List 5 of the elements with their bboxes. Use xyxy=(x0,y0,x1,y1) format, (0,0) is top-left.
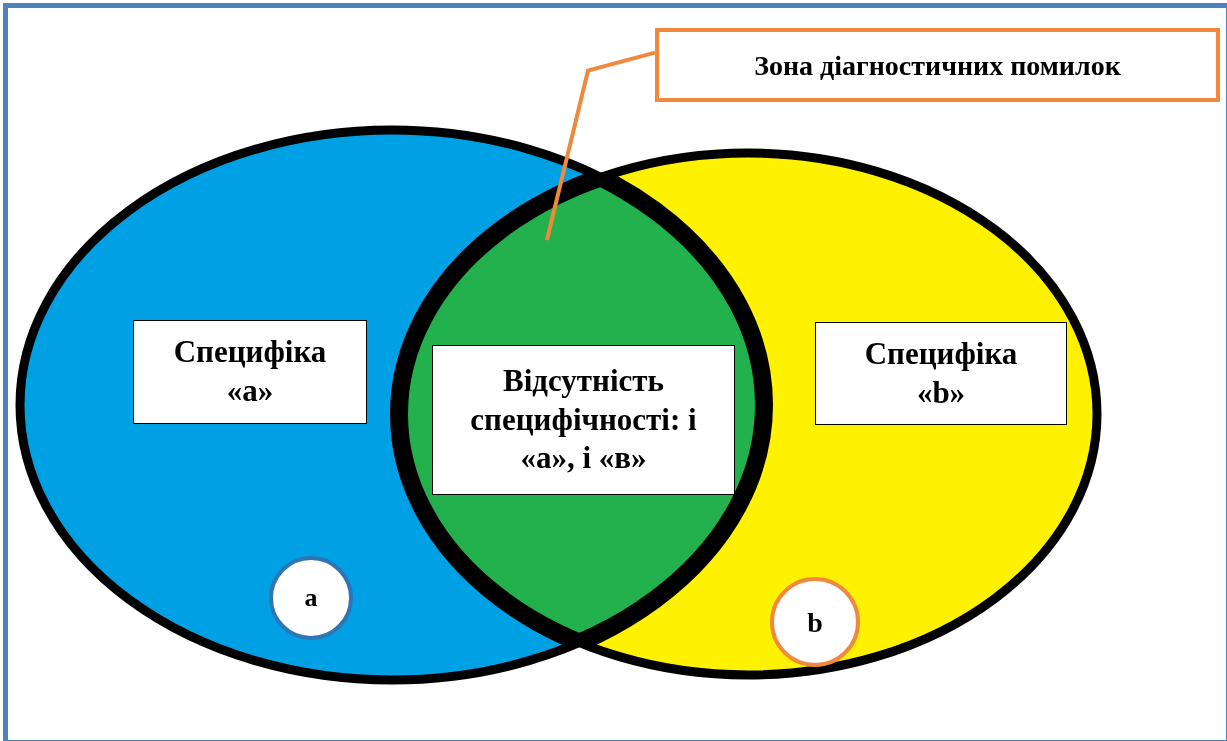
label-box: Зона діагностичних помилок xyxy=(655,28,1220,102)
label-box: Відсутність специфічності: і «а», і «в» xyxy=(432,345,735,495)
label-box: Специфіка «b» xyxy=(815,322,1067,425)
label-box: Специфіка «a» xyxy=(133,320,367,424)
leader-line xyxy=(545,50,656,241)
